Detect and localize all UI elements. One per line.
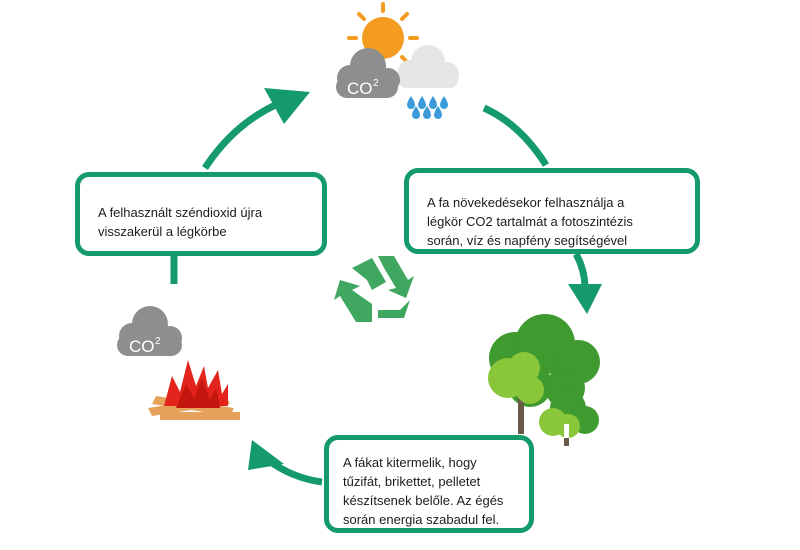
recycle-icon (334, 256, 414, 322)
trees-icon (488, 314, 600, 446)
harvest-text-line-4: során energia szabadul fel. (343, 512, 500, 527)
sun-disc (362, 17, 404, 59)
fire-co2-label: CO (129, 337, 155, 356)
sun-cloud-rain-icon: CO 2 (336, 2, 459, 119)
arrow-to-trees (572, 252, 589, 287)
photosynthesis-text-line-3: során, víz és napfény segítségével (427, 233, 628, 248)
rain-icon (407, 96, 448, 119)
campfire-icon: CO 2 (117, 306, 240, 420)
release-text-line-1: A felhasznált széndioxid újra (98, 205, 263, 220)
photosynthesis-text-line-2: légkör CO2 tartalmát a fotoszintézis (427, 214, 633, 229)
big-tree-trunk (518, 386, 524, 434)
fire-co2-cloud (117, 306, 182, 356)
sky-co2-subscript: 2 (373, 78, 379, 89)
photosynthesis-text-line-1: A fa növekedésekor felhasználja a (427, 195, 625, 210)
front-tree-canopy (488, 352, 544, 404)
sky-co2-label: CO (347, 79, 373, 98)
arrow-heads (248, 88, 602, 470)
harvest-text-line-2: tűzifát, brikettet, pelletet (343, 474, 481, 489)
text-box-photosynthesis: A fa növekedésekor felhasználja a légkör… (404, 168, 700, 254)
release-text-line-2: visszakerül a légkörbe (98, 224, 227, 239)
arrow-head-fire (248, 440, 284, 470)
arrow-head-trees (568, 284, 602, 314)
light-cloud-icon (398, 45, 459, 88)
small-tree-trunk-base (564, 438, 569, 446)
flames-icon (164, 360, 228, 408)
harvest-text-line-3: készítsenek belőle. Az égés (343, 493, 504, 508)
text-box-harvest: A fákat kitermelik, hogy tűzifát, briket… (324, 435, 534, 533)
fire-co2-subscript: 2 (155, 336, 161, 347)
dark-cloud-icon (336, 48, 400, 98)
arrow-head-sky (264, 88, 310, 124)
arrow-to-sky (202, 98, 284, 170)
arrow-from-sky (482, 104, 549, 167)
harvest-text-line-1: A fákat kitermelik, hogy (343, 455, 477, 470)
text-box-release: A felhasznált széndioxid újra visszakerü… (75, 172, 327, 256)
small-tree-trunk (564, 424, 569, 446)
